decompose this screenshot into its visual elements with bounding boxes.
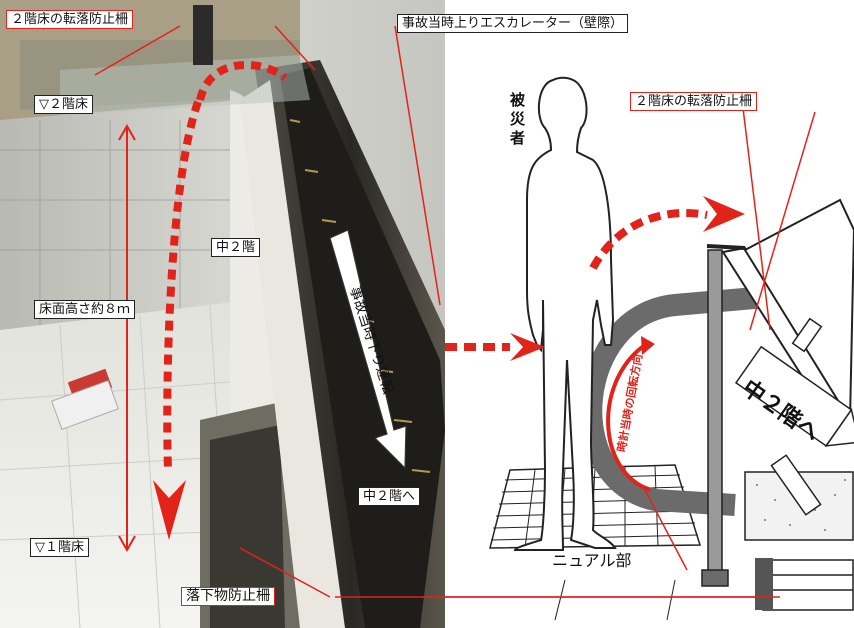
label-1f-floor: ▽１階床 [30,538,89,557]
label-to-mezzanine: 中２階へ [358,487,421,506]
label-2f-guard-right: ２階床の転落防止柵 [630,92,758,111]
label-escalator-at-accident: 事故当時上りエスカレーター（壁際） [397,14,629,33]
accident-diagram [445,76,854,621]
label-2f-floor: ▽２階床 [34,95,93,114]
label-2f-guard-left: ２階床の転落防止柵 [6,10,134,29]
label-victim: 被災者 [508,92,526,149]
label-floor-height: 床面高さ約８ｍ [34,300,136,319]
label-falling-object-guard: 落下物防止柵 [181,587,275,606]
label-mezzanine: 中２階 [211,238,261,257]
label-newel-section: ニュアル部 [552,551,632,570]
